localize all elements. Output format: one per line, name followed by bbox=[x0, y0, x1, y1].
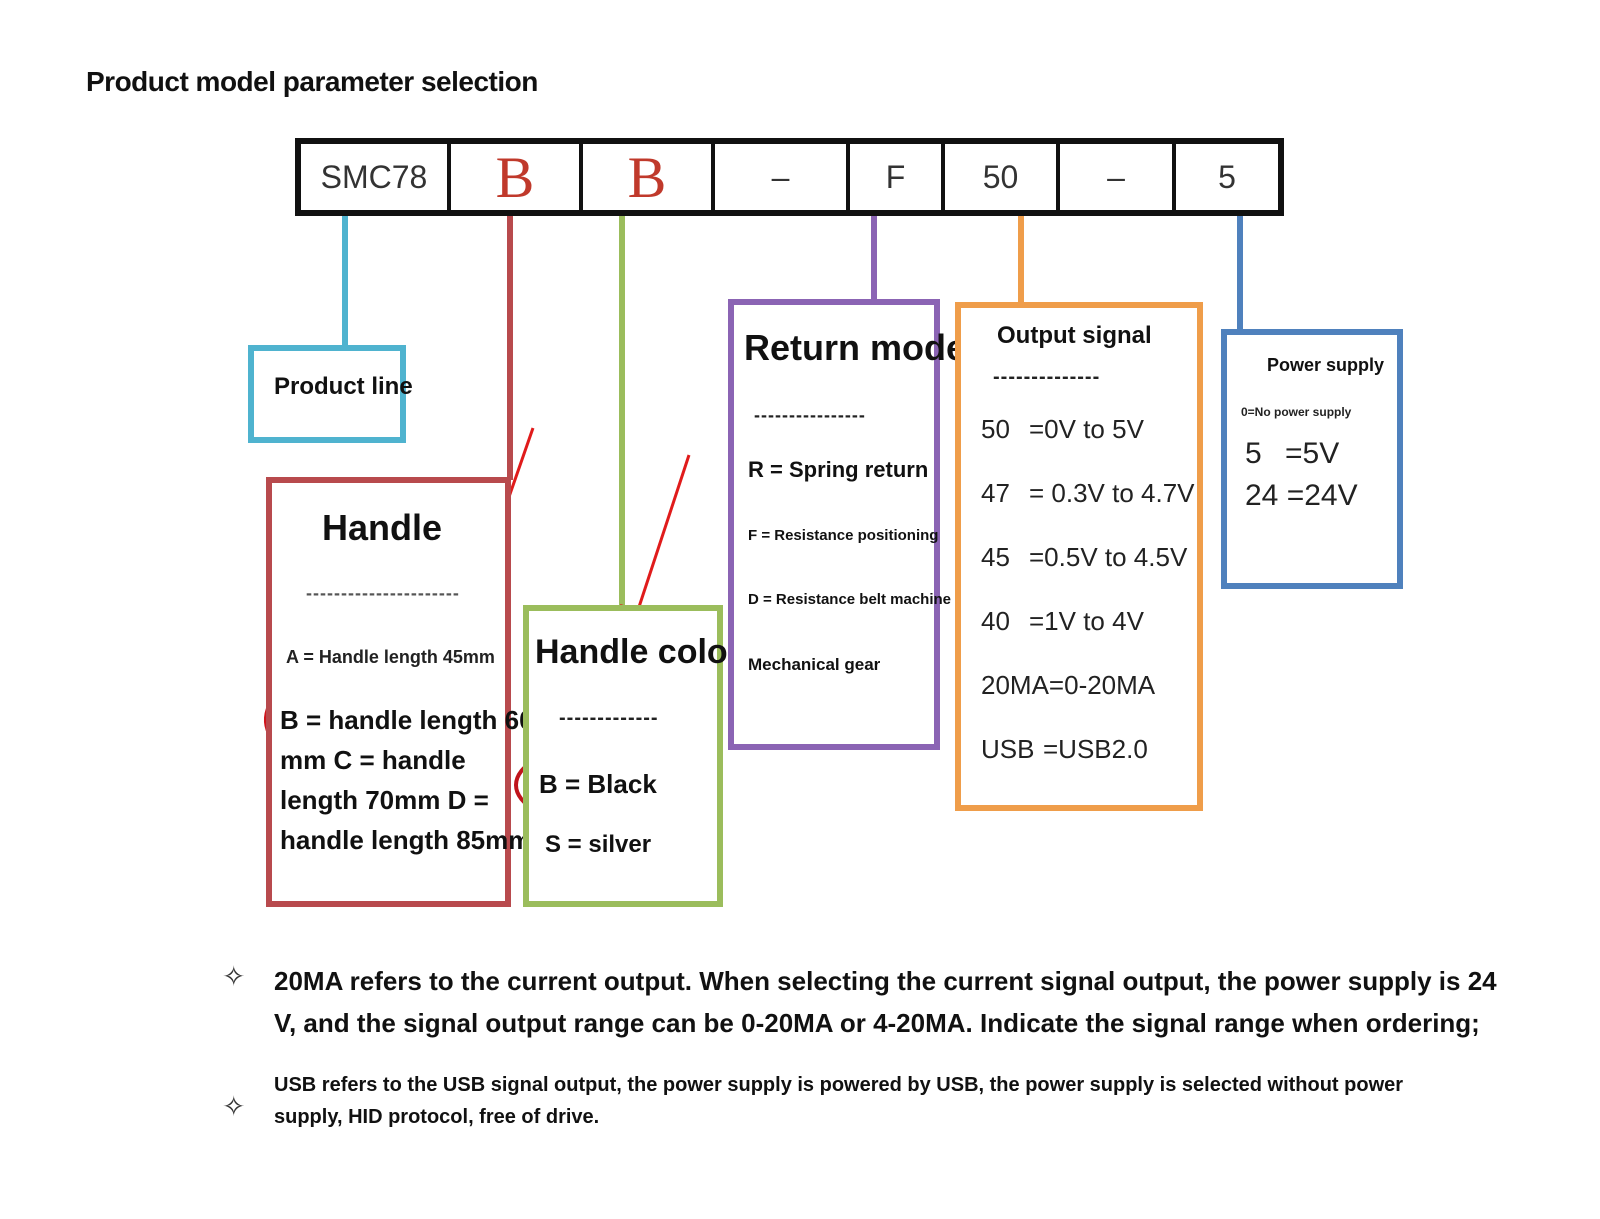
power-supply-box: Power supply 0=No power supply 5 =5V 24 … bbox=[1221, 329, 1403, 589]
output-desc-47: = 0.3V to 4.7V bbox=[1029, 478, 1195, 508]
model-code-strip: SMC78 B B – F 50 – 5 bbox=[295, 138, 1284, 216]
output-code-usb: USB bbox=[981, 734, 1035, 764]
code-handle: B bbox=[451, 144, 583, 210]
code-separator-1: – bbox=[715, 144, 850, 210]
return-mode-divider: ---------------- bbox=[754, 405, 866, 425]
return-mode-box: Return mode ---------------- R = Spring … bbox=[728, 299, 966, 750]
note-usb-line2: supply, HID protocol, free of drive. bbox=[274, 1106, 600, 1128]
return-mode-resistance-belt: D = Resistance belt machine bbox=[748, 591, 951, 608]
product-line-title: Product line bbox=[274, 373, 413, 400]
code-return-mode: F bbox=[850, 144, 945, 210]
output-signal-divider: -------------- bbox=[993, 366, 1101, 388]
return-mode-spring: R = Spring return bbox=[748, 457, 929, 482]
note-usb-line1: USB refers to the USB signal output, the… bbox=[274, 1074, 1404, 1096]
handle-color-black: B = Black bbox=[539, 769, 657, 799]
output-code-45: 45 bbox=[981, 542, 1010, 572]
note-bullet-icon: ✧ bbox=[222, 1091, 246, 1122]
code-power-supply: 5 bbox=[1218, 158, 1236, 195]
output-desc-usb: =USB2.0 bbox=[1043, 734, 1148, 764]
handle-option-c: mm C = handle bbox=[280, 745, 466, 775]
power-supply-24v: 24 =24V bbox=[1245, 479, 1358, 512]
output-code-20ma: 20MA=0-20MA bbox=[981, 670, 1156, 700]
power-supply-5v-code: 5 bbox=[1245, 437, 1262, 470]
power-supply-title: Power supply bbox=[1267, 355, 1385, 375]
return-mode-resistance-positioning: F = Resistance positioning bbox=[748, 527, 939, 544]
handle-divider: ---------------------- bbox=[306, 583, 460, 603]
output-code-40: 40 bbox=[981, 606, 1010, 636]
handle-title: Handle bbox=[322, 507, 443, 548]
handle-option-c2: length 70mm D = bbox=[280, 785, 489, 815]
handle-box: Handle ---------------------- A = Handle… bbox=[266, 477, 534, 907]
handle-color-title: Handle color bbox=[535, 633, 741, 671]
output-desc-40: =1V to 4V bbox=[1029, 606, 1144, 636]
return-mode-title: Return mode bbox=[744, 327, 967, 368]
product-line-box: Product line bbox=[248, 345, 413, 443]
handle-option-b: B = handle length 60 bbox=[280, 705, 534, 735]
code-product-line: SMC78 bbox=[301, 144, 451, 210]
output-desc-45: =0.5V to 4.5V bbox=[1029, 542, 1188, 572]
output-desc-50: =0V to 5V bbox=[1029, 414, 1144, 444]
code-separator-2: – bbox=[1060, 144, 1176, 210]
power-supply-5v-desc: =5V bbox=[1285, 437, 1340, 470]
handle-color-box: Handle color ------------- B = Black S =… bbox=[523, 605, 741, 907]
output-signal-box: Output signal -------------- 50 =0V to 5… bbox=[955, 302, 1203, 811]
code-output-signal: 50 bbox=[945, 144, 1060, 210]
output-code-50: 50 bbox=[981, 414, 1010, 444]
handle-color-silver: S = silver bbox=[545, 831, 652, 858]
power-supply-none: 0=No power supply bbox=[1241, 405, 1352, 419]
handle-option-a: A = Handle length 45mm bbox=[286, 647, 495, 667]
page-title: Product model parameter selection bbox=[86, 66, 538, 97]
handle-color-divider: ------------- bbox=[559, 707, 659, 729]
note-bullet-icon: ✧ bbox=[222, 961, 246, 992]
return-mode-gear: Mechanical gear bbox=[748, 655, 881, 674]
note-20ma-line2: V, and the signal output range can be 0-… bbox=[274, 1008, 1480, 1038]
output-code-47: 47 bbox=[981, 478, 1010, 508]
output-signal-title: Output signal bbox=[997, 322, 1152, 349]
handle-option-d: handle length 85mm bbox=[280, 825, 532, 855]
note-20ma-line1: 20MA refers to the current output. When … bbox=[274, 966, 1497, 996]
code-handle-color: B bbox=[583, 144, 715, 210]
